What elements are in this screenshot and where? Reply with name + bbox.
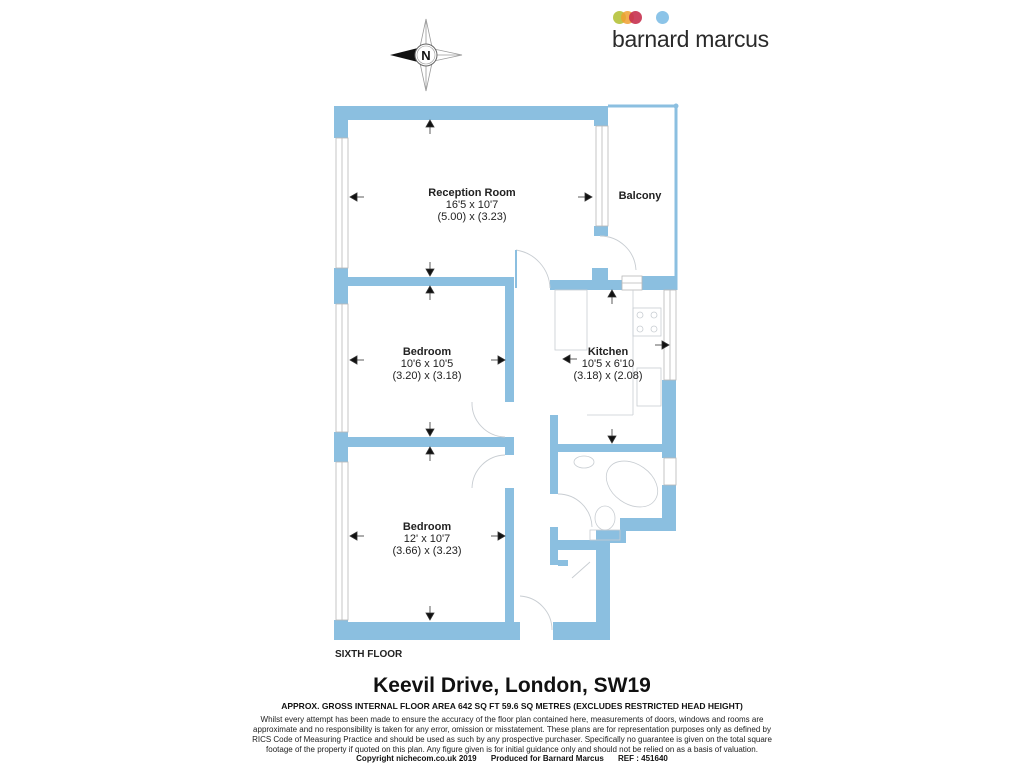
- floor-plan: Reception Room 16'5 x 10'7 (5.00) x (3.2…: [334, 103, 679, 640]
- floor-area: APPROX. GROSS INTERNAL FLOOR AREA 642 SQ…: [281, 701, 743, 711]
- room-bedroom-1: Bedroom 10'6 x 10'5 (3.20) x (3.18): [392, 346, 462, 382]
- logo-dots-icon: [613, 11, 693, 25]
- floor-label: SIXTH FLOOR: [335, 649, 403, 660]
- brand-logo: barnard marcus: [610, 8, 770, 54]
- room-balcony: Balcony: [618, 190, 662, 202]
- room-bedroom-2: Bedroom 12' x 10'7 (3.66) x (3.23): [392, 521, 462, 557]
- room-kitchen: Kitchen 10'5 x 6'10 (3.18) x (2.08): [573, 346, 643, 382]
- disclaimer: Whilst every attempt has been made to en…: [252, 715, 772, 754]
- brand-name: barnard marcus: [612, 26, 769, 52]
- produced-for: Produced for Barnard Marcus: [490, 754, 604, 763]
- copyright: Copyright nichecom.co.uk 2019: [356, 754, 477, 763]
- room-reception: Reception Room 16'5 x 10'7 (5.00) x (3.2…: [428, 187, 516, 223]
- compass-icon: N: [388, 17, 464, 93]
- copyright-line: Copyright nichecom.co.uk 2019 Produced f…: [0, 754, 1024, 763]
- compass-north-label: N: [421, 48, 430, 63]
- property-title: Keevil Drive, London, SW19: [373, 674, 651, 697]
- reference: REF : 451640: [618, 754, 668, 763]
